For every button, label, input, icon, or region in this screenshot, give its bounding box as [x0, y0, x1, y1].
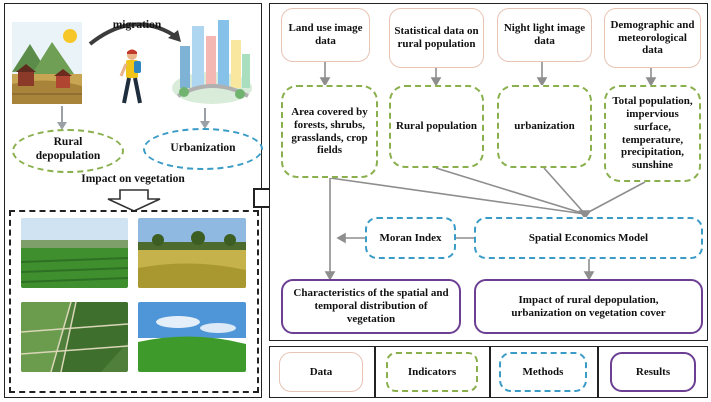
crop-field-photo [21, 302, 128, 372]
legend-results: Results [610, 352, 696, 392]
legend-data: Data [279, 352, 363, 392]
legend-methods: Methods [499, 352, 587, 392]
vegetation-photo-frame [9, 210, 259, 393]
migration-label: migration [112, 19, 162, 31]
land-cover-indicator-box: Area covered by forests, shrubs, grassla… [281, 85, 378, 178]
migrant-person-icon [115, 48, 149, 108]
urbanization-ellipse [143, 128, 263, 170]
legend-divider-3 [597, 346, 599, 398]
meadow-photo [138, 302, 246, 372]
rural-depopulation-label: Rural depopulation [35, 136, 101, 163]
legend-divider-2 [489, 346, 491, 398]
impact-result-box: Impact of rural depopulation, urbanizati… [474, 279, 703, 334]
legend-divider-1 [374, 346, 376, 398]
impact-on-vegetation-label: Impact on vegetation [81, 173, 185, 185]
forest-photo [21, 218, 128, 288]
night-light-data-box: Night light image data [497, 8, 592, 62]
demographic-indicator-box: Total population, impervious surface, te… [604, 85, 701, 182]
characteristics-result-box: Characteristics of the spatial and tempo… [281, 279, 461, 334]
rural-population-data-box: Statistical data on rural population [389, 8, 484, 68]
rural-farm-illustration [12, 22, 82, 104]
grassland-photo [138, 218, 246, 288]
urbanization-indicator-box: urbanization [497, 85, 592, 168]
urbanization-label: Urbanization [170, 142, 236, 154]
legend-indicators: Indicators [386, 352, 478, 392]
rural-depopulation-ellipse [12, 129, 124, 173]
city-illustration [170, 16, 254, 108]
demographic-data-box: Demographic and meteorological data [604, 8, 701, 68]
land-use-data-box: Land use image data [281, 8, 370, 62]
rural-population-indicator-box: Rural population [389, 85, 484, 168]
moran-index-box: Moran Index [365, 217, 456, 259]
spatial-economics-model-box: Spatial Economics Model [474, 217, 703, 259]
